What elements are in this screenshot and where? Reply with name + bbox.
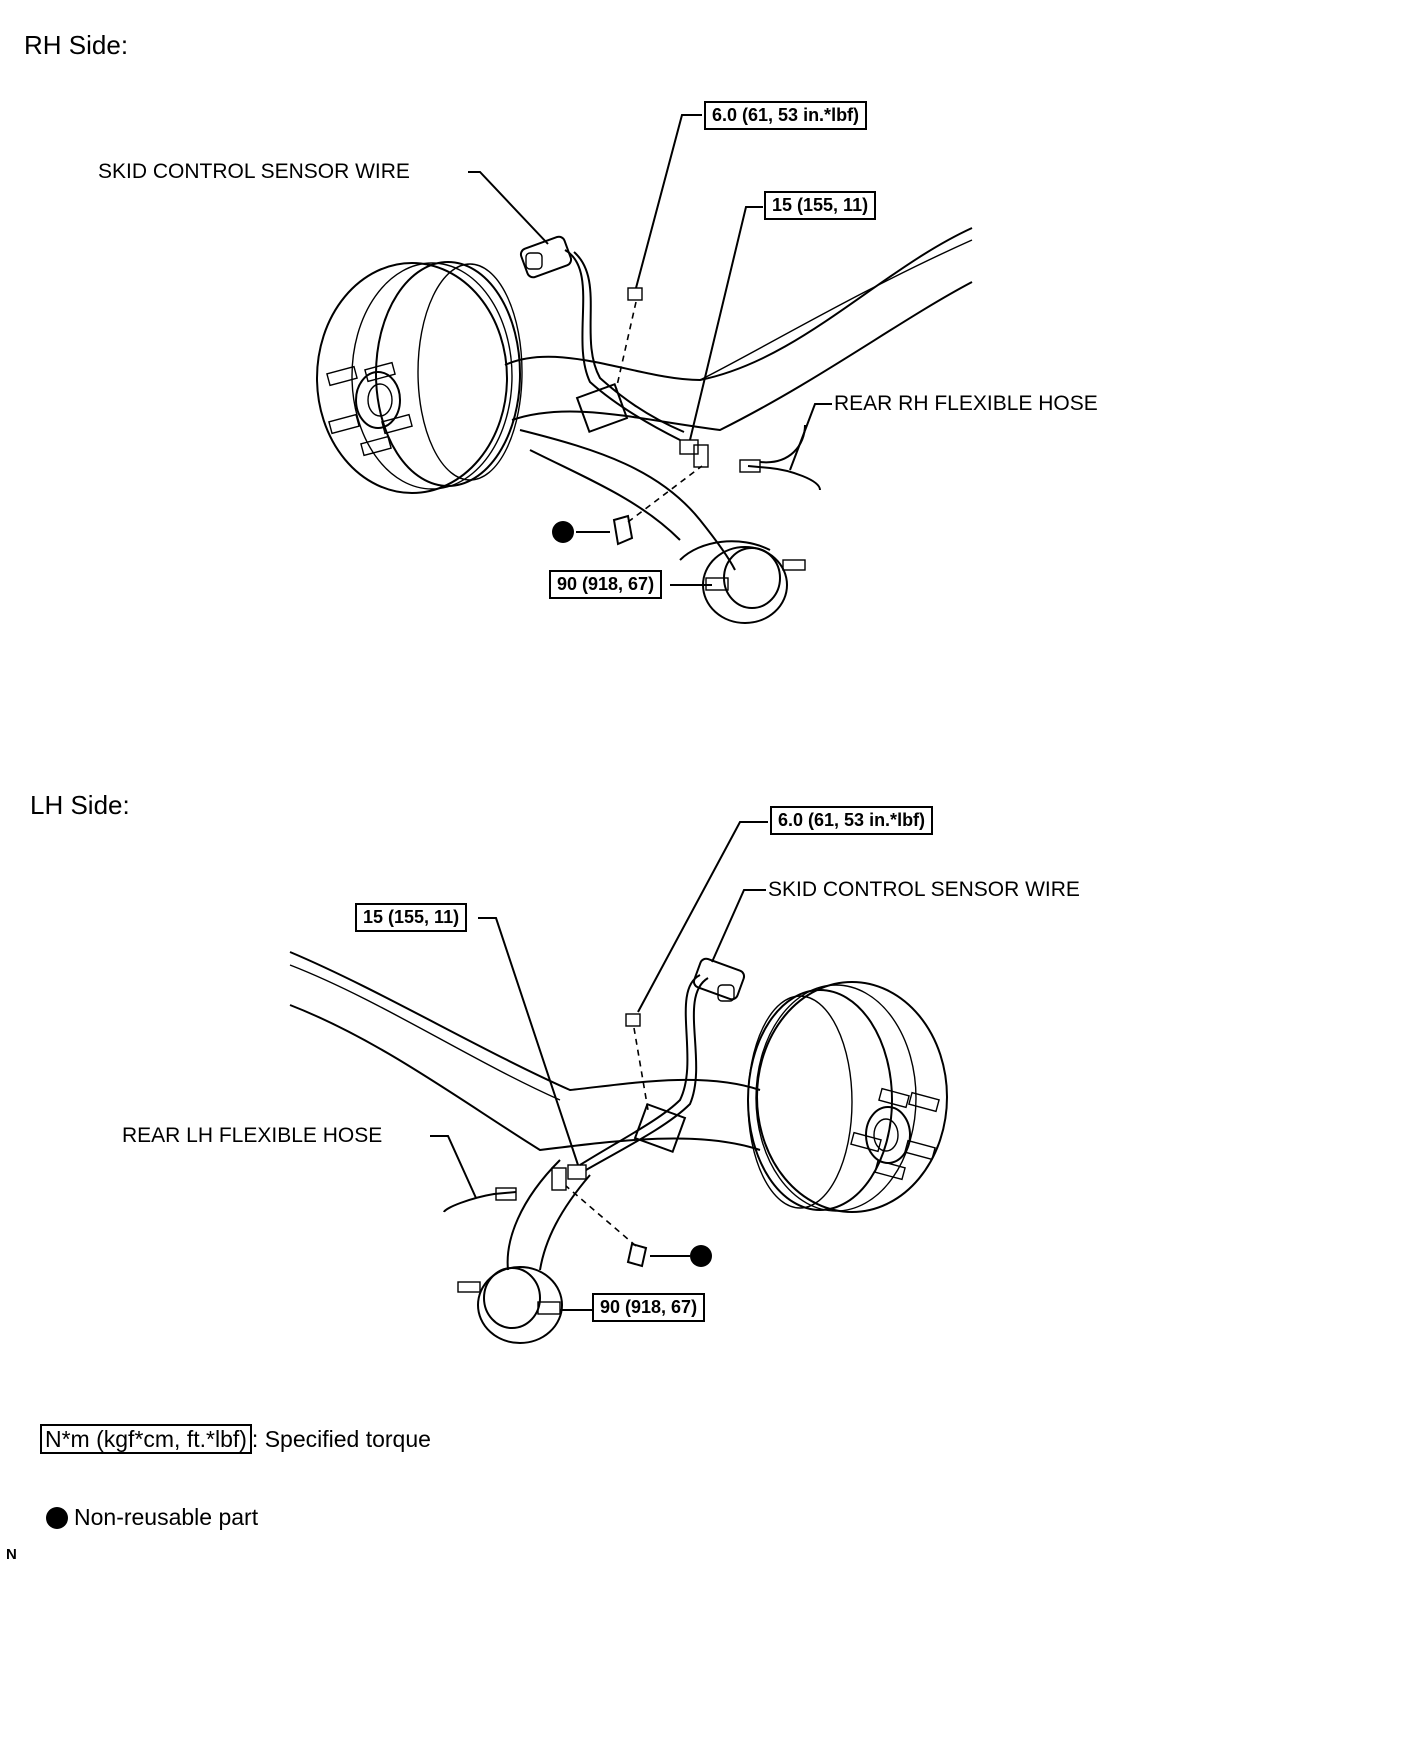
corner-code: N bbox=[6, 1546, 17, 1563]
lh-axle-beam bbox=[289, 951, 761, 1271]
rh-sensor-wire bbox=[519, 235, 685, 441]
lh-brake-drum bbox=[747, 981, 948, 1213]
lh-wheel-studs bbox=[850, 1087, 940, 1181]
rh-torque-bolt: 6.0 (61, 53 in.*lbf) bbox=[704, 101, 868, 130]
rh-flexible-hose bbox=[679, 424, 821, 491]
rh-brake-drum bbox=[316, 261, 523, 494]
rh-bushing bbox=[702, 546, 806, 624]
lh-nonreusable-marker bbox=[690, 1245, 712, 1267]
rh-assembly-drawing bbox=[316, 114, 973, 624]
rh-nonreusable-marker bbox=[552, 521, 574, 543]
rh-clip bbox=[612, 465, 703, 546]
rh-torque-union: 15 (155, 11) bbox=[764, 191, 877, 220]
lh-torque-nut: 90 (918, 67) bbox=[592, 1293, 706, 1322]
rh-torque-nut: 90 (918, 67) bbox=[549, 570, 663, 599]
lh-torque-bolt: 6.0 (61, 53 in.*lbf) bbox=[770, 806, 934, 835]
legend-torque-desc: : Specified torque bbox=[251, 1426, 431, 1452]
lh-bracket bbox=[625, 1013, 687, 1154]
legend-torque-unit: N*m (kgf*cm, ft.*lbf) bbox=[40, 1424, 252, 1454]
rh-bracket bbox=[575, 287, 643, 434]
lh-section-title: LH Side: bbox=[30, 790, 130, 820]
lh-sensor-wire-label: SKID CONTROL SENSOR WIRE bbox=[768, 878, 1080, 901]
legend-nonreusable: Non-reusable part bbox=[46, 1504, 258, 1531]
lh-flexible-hose bbox=[443, 1164, 587, 1213]
lh-flex-hose-label: REAR LH FLEXIBLE HOSE bbox=[122, 1124, 383, 1147]
legend-dot-icon bbox=[46, 1506, 68, 1529]
diagram-drawing bbox=[289, 114, 973, 1344]
legend-torque: N*m (kgf*cm, ft.*lbf): Specified torque bbox=[40, 1424, 431, 1454]
lh-clip bbox=[565, 1185, 648, 1268]
legend-nonreusable-text: Non-reusable part bbox=[74, 1504, 259, 1530]
lh-sensor-wire bbox=[579, 957, 746, 1171]
rh-axle-beam bbox=[504, 227, 973, 571]
rh-flex-hose-label: REAR RH FLEXIBLE HOSE bbox=[834, 392, 1098, 415]
rh-section-title: RH Side: bbox=[24, 30, 129, 60]
lh-torque-union: 15 (155, 11) bbox=[355, 903, 468, 932]
rh-sensor-wire-label: SKID CONTROL SENSOR WIRE bbox=[98, 160, 410, 183]
lh-bushing bbox=[457, 1266, 563, 1344]
lh-assembly-drawing bbox=[289, 821, 948, 1344]
rh-wheel-studs bbox=[326, 361, 413, 457]
